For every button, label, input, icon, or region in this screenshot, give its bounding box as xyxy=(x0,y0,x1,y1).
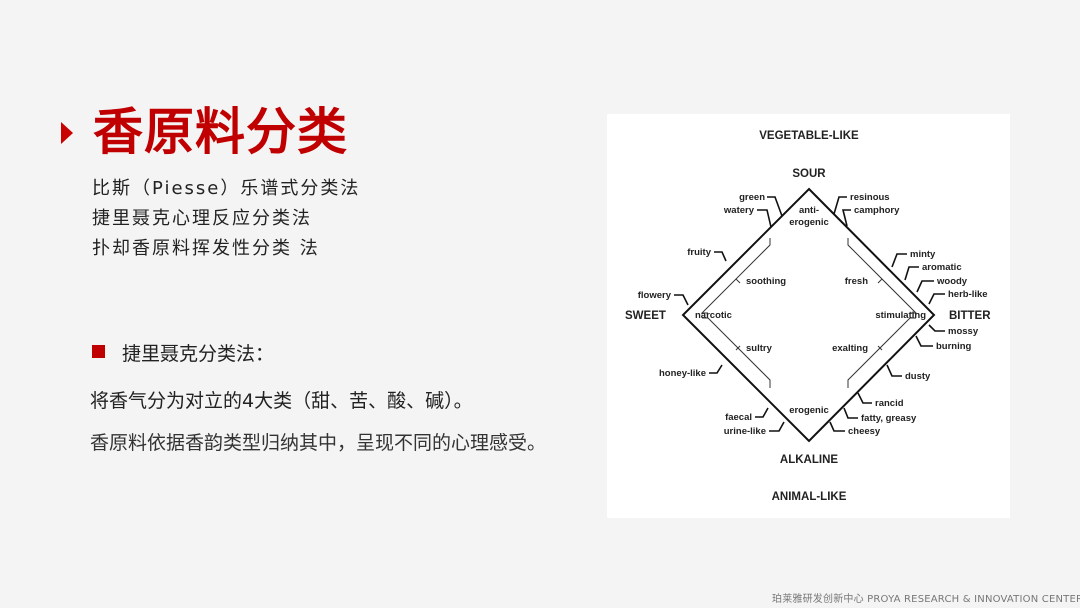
label-faecal: faecal xyxy=(725,412,752,423)
classification-methods-list: 比斯（Piesse）乐谱式分类法 捷里聂克心理反应分类法 扑却香原料挥发性分类 … xyxy=(92,174,360,264)
label-fatty-greasy: fatty, greasy xyxy=(861,413,917,424)
inner-narcotic: narcotic xyxy=(695,310,732,321)
method-item: 捷里聂克心理反应分类法 xyxy=(92,208,312,229)
label-minty: minty xyxy=(910,249,936,260)
edge-exalting: exalting xyxy=(832,343,868,354)
description-line: 香原料依据香韵类型归纳其中，呈现不同的心理感受。 xyxy=(90,432,547,454)
label-herb-like: herb-like xyxy=(948,289,988,300)
pole-sour: SOUR xyxy=(792,168,826,180)
label-rancid: rancid xyxy=(875,398,904,409)
odor-diamond-diagram: VEGETABLE-LIKE ANIMAL-LIKE SOUR SWEET BI… xyxy=(607,114,1010,518)
label-aromatic: aromatic xyxy=(922,262,962,273)
label-green: green xyxy=(739,192,765,203)
vegetable-like-label: VEGETABLE-LIKE xyxy=(759,130,859,142)
label-resinous: resinous xyxy=(850,192,890,203)
label-camphory: camphory xyxy=(854,205,900,216)
bullet-square-icon xyxy=(92,345,105,358)
label-cheesy: cheesy xyxy=(848,426,881,437)
pole-alkaline: ALKALINE xyxy=(780,454,838,466)
label-burning: burning xyxy=(936,341,972,352)
label-dusty: dusty xyxy=(905,371,931,382)
method-item: 扑却香原料挥发性分类 法 xyxy=(92,238,320,259)
label-watery: watery xyxy=(723,205,755,216)
edge-fresh: fresh xyxy=(845,276,868,287)
description-line: 将香气分为对立的4大类（甜、苦、酸、碱）。 xyxy=(90,390,473,412)
label-urine-like: urine-like xyxy=(724,426,766,437)
label-flowery: flowery xyxy=(638,290,672,301)
pole-sweet: SWEET xyxy=(625,310,666,322)
label-woody: woody xyxy=(936,276,968,287)
section-title: 捷里聂克分类法： xyxy=(122,343,275,365)
inner-erogenic-top: erogenic xyxy=(789,217,829,228)
method-item: 比斯（Piesse）乐谱式分类法 xyxy=(92,178,361,199)
edge-soothing: soothing xyxy=(746,276,786,287)
inner-anti: anti- xyxy=(799,205,819,216)
inner-stimulating: stimulating xyxy=(875,310,926,321)
page-title: 香原料分类 xyxy=(93,103,348,161)
label-fruity: fruity xyxy=(687,247,711,258)
edge-sultry: sultry xyxy=(746,343,773,354)
footer-credit: 珀莱雅研发创新中心 PROYA RESEARCH & INNOVATION CE… xyxy=(772,594,1080,605)
label-mossy: mossy xyxy=(948,326,979,337)
animal-like-label: ANIMAL-LIKE xyxy=(772,491,847,503)
label-honey-like: honey-like xyxy=(659,368,706,379)
pole-bitter: BITTER xyxy=(949,310,991,322)
inner-erogenic-bottom: erogenic xyxy=(789,405,829,416)
diamond-figure: VEGETABLE-LIKE ANIMAL-LIKE SOUR SWEET BI… xyxy=(625,130,991,503)
title-marker-icon xyxy=(61,122,73,144)
